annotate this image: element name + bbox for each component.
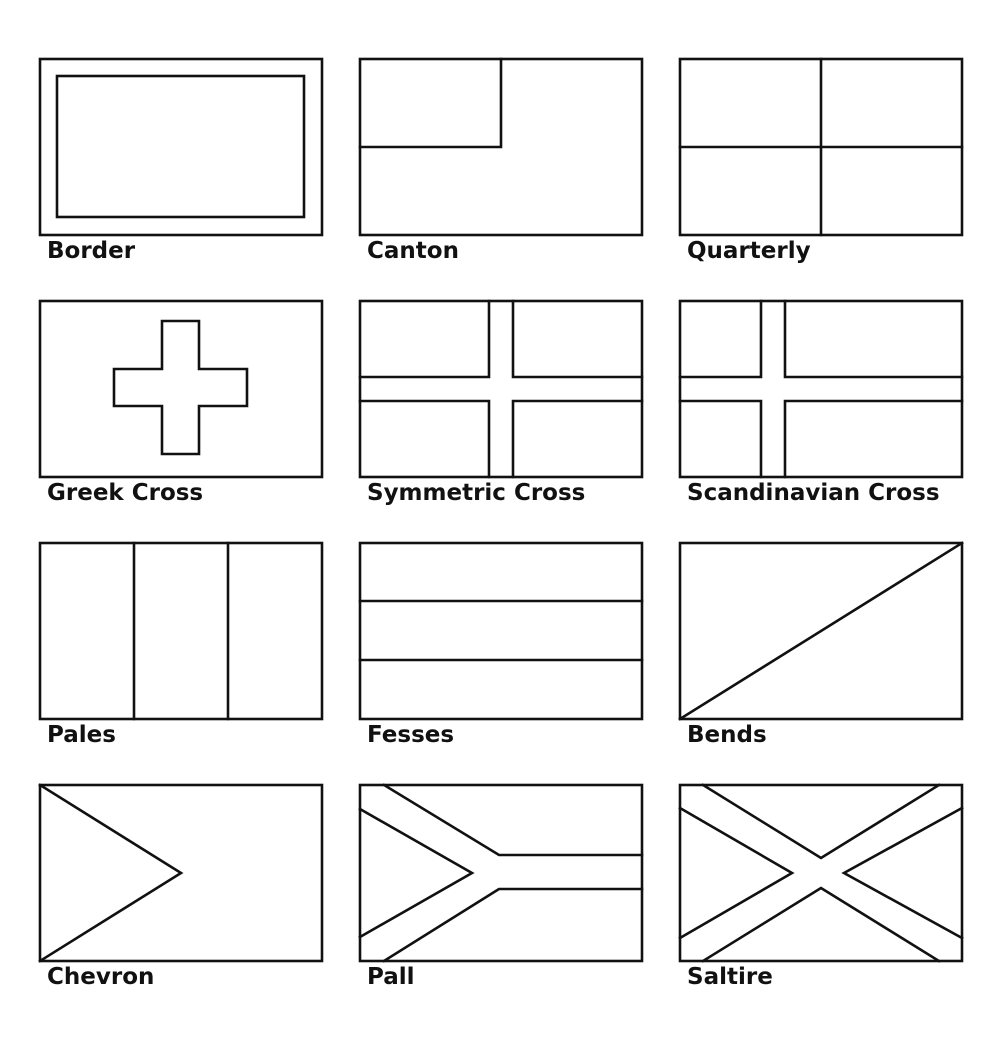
inner-border-rectangle	[55, 74, 306, 219]
cross-edge-top-left	[358, 299, 491, 379]
chevron-design-drawing	[38, 783, 324, 963]
flag-border	[38, 57, 324, 237]
canton-outline	[358, 57, 503, 149]
pall-design-drawing	[358, 783, 644, 963]
cross-edge-bottom-left	[358, 399, 491, 479]
flag-label-fesses: Fesses	[367, 722, 455, 748]
flag-label-symmetric-cross: Symmetric Cross	[367, 480, 586, 506]
flag-label-canton: Canton	[367, 238, 459, 264]
cross-edge-bottom-right	[783, 399, 964, 479]
pall-edge-hoist	[358, 807, 475, 939]
quarterly-design-drawing	[678, 57, 964, 237]
fesses-design-drawing	[358, 541, 644, 721]
flag-frame	[38, 57, 324, 237]
canton-design-drawing	[358, 57, 644, 237]
flag-quarterly	[678, 57, 964, 237]
flag-label-pall: Pall	[367, 964, 415, 990]
flag-pall	[358, 783, 644, 963]
chevron-triangle	[38, 783, 184, 963]
flag-saltire	[678, 783, 964, 963]
flag-pales	[38, 541, 324, 721]
pall-edge-lower	[382, 887, 644, 963]
flag-bends	[678, 541, 964, 721]
flag-label-greek-cross: Greek Cross	[47, 480, 204, 506]
flag-label-quarterly: Quarterly	[687, 238, 811, 264]
flag-label-saltire: Saltire	[687, 964, 773, 990]
flag-chevron	[38, 783, 324, 963]
flag-label-border: Border	[47, 238, 136, 264]
flag-label-chevron: Chevron	[47, 964, 155, 990]
pales-design-drawing	[38, 541, 324, 721]
saltire-edge-right	[841, 806, 964, 940]
scandinavian-cross-design-drawing	[678, 299, 964, 479]
flag-scandinavian-cross	[678, 299, 964, 479]
flag-frame	[358, 299, 644, 479]
flag-label-scandinavian-cross: Scandinavian Cross	[687, 480, 940, 506]
flag-fesses	[358, 541, 644, 721]
flag-frame	[38, 541, 324, 721]
cross-edge-top-right	[511, 299, 644, 379]
bend-diagonal	[678, 541, 964, 721]
cross-edge-top-right	[783, 299, 964, 379]
flag-frame	[678, 299, 964, 479]
flag-frame	[358, 783, 644, 963]
saltire-edge-bottom	[701, 886, 941, 963]
cross-edge-top-left	[678, 299, 763, 379]
bends-design-drawing	[678, 541, 964, 721]
flag-greek-cross	[38, 299, 324, 479]
flag-canton	[358, 57, 644, 237]
border-design-drawing	[38, 57, 324, 237]
flag-label-bends: Bends	[687, 722, 767, 748]
saltire-edge-top	[701, 783, 941, 860]
cross-edge-bottom-right	[511, 399, 644, 479]
pall-edge-upper	[382, 783, 644, 857]
flag-label-pales: Pales	[47, 722, 116, 748]
flag-frame	[38, 299, 324, 479]
symmetric-cross-design-drawing	[358, 299, 644, 479]
greek-cross-design-drawing	[38, 299, 324, 479]
flag-frame	[678, 783, 964, 963]
greek-cross-shape	[112, 319, 249, 456]
flag-symmetric-cross	[358, 299, 644, 479]
saltire-design-drawing	[678, 783, 964, 963]
saltire-edge-left	[678, 806, 795, 940]
flag-frame	[358, 541, 644, 721]
cross-edge-bottom-left	[678, 399, 763, 479]
